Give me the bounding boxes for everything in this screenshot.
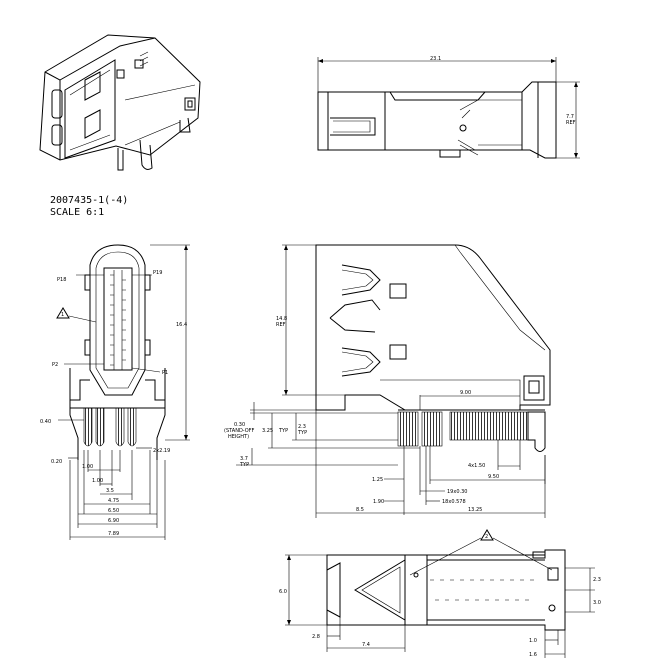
side-view: 14.8 REF 0.30 (STAND-OFF HEIGHT) 3.25 TY… bbox=[224, 244, 551, 518]
pin-label-p19: P19 bbox=[153, 270, 162, 276]
dim-9-00: 9.00 bbox=[460, 390, 471, 396]
note-flag-1-text: 1 bbox=[61, 312, 64, 318]
scale-label: SCALE 6:1 bbox=[50, 207, 104, 218]
bottom-view: 2 6.0 2.3 3.0 2.8 7.4 1.0 1.6 bbox=[279, 529, 601, 658]
pin-label-p2: P2 bbox=[52, 362, 58, 368]
isometric-view bbox=[39, 34, 201, 171]
dim-front-pitch-left: 0.40 bbox=[40, 419, 51, 425]
note-flag-2-text: 2 bbox=[485, 534, 488, 540]
dim-front-1-00-b: 1.00 bbox=[92, 478, 103, 484]
side-terminal-comb bbox=[397, 409, 546, 452]
pin-array bbox=[110, 270, 126, 370]
dim-front-6-90: 6.90 bbox=[108, 518, 119, 524]
front-view: P18 P19 P2 P1 1 16.4 0.40 2x2.19 0.20 bbox=[40, 244, 190, 540]
dim-top-height-note: REF bbox=[566, 120, 576, 126]
dim-bottom-3-0: 3.0 bbox=[593, 600, 601, 606]
top-view: 23.1 7.7 REF bbox=[317, 56, 580, 159]
dim-front-7-89: 7.89 bbox=[108, 531, 119, 537]
dim-front-height: 16.4 bbox=[176, 322, 187, 328]
dim-1-90: 1.90 bbox=[373, 499, 384, 505]
dim-3-25: 3.25 bbox=[262, 428, 273, 434]
dim-front-pitch-right: 2x2.19 bbox=[153, 448, 170, 454]
note-flag-1 bbox=[56, 307, 70, 319]
dim-19x0-30: 19x0.30 bbox=[447, 489, 467, 495]
front-tails bbox=[69, 400, 166, 460]
dim-standoff-note2: HEIGHT) bbox=[228, 434, 249, 440]
dim-front-tab: 0.20 bbox=[51, 459, 62, 465]
dim-2-3-typ: TYP bbox=[297, 430, 307, 436]
dim-front-6-50: 6.50 bbox=[108, 508, 119, 514]
dim-bottom-1-6: 1.6 bbox=[529, 652, 537, 658]
dim-standoff: 0.30 bbox=[234, 422, 245, 428]
dim-bottom-2-3: 2.3 bbox=[593, 577, 601, 583]
note-flag-2 bbox=[480, 529, 494, 541]
dim-18x0-578: 18x0.578 bbox=[442, 499, 466, 505]
dim-3-7-typ: TYP bbox=[239, 462, 249, 468]
dim-side-height-note: REF bbox=[276, 322, 286, 328]
dim-front-4-75: 4.75 bbox=[108, 498, 119, 504]
dim-side-height: 14.8 bbox=[276, 316, 287, 322]
dim-standoff-note1: (STAND-OFF bbox=[224, 428, 255, 434]
dim-3-25-typ: TYP bbox=[278, 428, 288, 434]
dim-3-7: 3.7 bbox=[240, 456, 248, 462]
dim-bottom-2-8: 2.8 bbox=[312, 634, 320, 640]
dim-bottom-1-0: 1.0 bbox=[529, 638, 537, 644]
dim-1-25: 1.25 bbox=[372, 477, 383, 483]
dim-9-50: 9.50 bbox=[488, 474, 499, 480]
pin-label-p18: P18 bbox=[57, 277, 66, 283]
dim-top-width: 23.1 bbox=[430, 56, 441, 62]
dim-front-3-5: 3.5 bbox=[106, 488, 114, 494]
latch-springs bbox=[329, 264, 381, 377]
dim-4x1-50: 4x1.50 bbox=[468, 463, 485, 469]
pin-label-p1: P1 bbox=[162, 370, 168, 376]
dim-bottom-6-0: 6.0 bbox=[279, 589, 287, 595]
dim-2-3: 2.3 bbox=[298, 424, 306, 430]
front-bottom-dims: 1.00 1.00 3.5 4.75 6.50 6.90 7.89 bbox=[69, 450, 166, 540]
dim-8-5: 8.5 bbox=[356, 507, 364, 513]
dim-front-1-00-a: 1.00 bbox=[82, 464, 93, 470]
dim-bottom-7-4: 7.4 bbox=[362, 642, 370, 648]
dim-13-25: 13.25 bbox=[468, 507, 482, 513]
dim-top-height: 7.7 bbox=[566, 114, 574, 120]
part-number: 2007435-1(-4) bbox=[50, 195, 128, 206]
